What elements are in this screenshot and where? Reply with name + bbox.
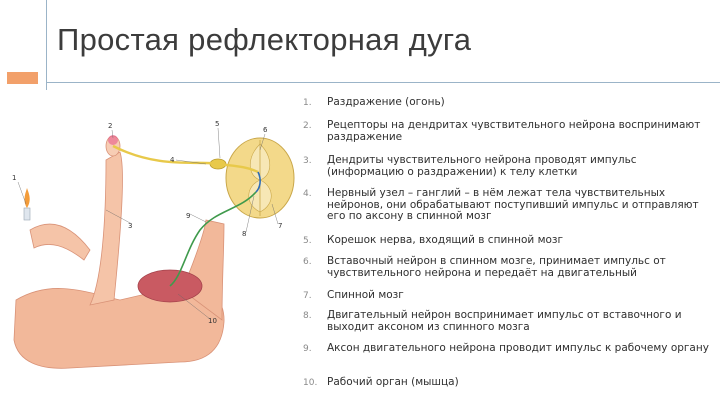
- list-item-number: 2.: [303, 121, 312, 131]
- callout-8: 8: [242, 230, 246, 238]
- callout-6: 6: [263, 126, 268, 134]
- lower-hand-skin: [29, 223, 91, 261]
- list-item-number: 6.: [303, 257, 312, 267]
- title-accent-bar: [7, 72, 38, 84]
- list-item-text: Рецепторы на дендритах чувствительного н…: [327, 119, 701, 143]
- list-item-number: 10.: [303, 378, 318, 388]
- title-horizontal-rule: [46, 82, 720, 83]
- sensory-nerve: [112, 144, 259, 174]
- arm-skin: [13, 284, 225, 369]
- list-item-number: 4.: [303, 189, 312, 199]
- callout-9: 9: [186, 212, 190, 220]
- list-item-number: 9.: [303, 344, 312, 354]
- callout-5: 5: [215, 120, 219, 128]
- list-item-number: 8.: [303, 311, 312, 321]
- list-item-number: 1.: [303, 98, 312, 108]
- list-item-number: 7.: [303, 291, 312, 301]
- flame: [24, 188, 30, 208]
- motor-nerve: [169, 191, 257, 287]
- list-item-text: Спинной мозг: [327, 289, 404, 301]
- reflex-arc-illustration: 1 2 3 4 5 6 7 8 9 10: [12, 120, 295, 369]
- list-item-text: Раздражение (огонь): [327, 96, 445, 108]
- callout-4: 4: [170, 156, 175, 164]
- title-vertical-rule: [46, 0, 47, 90]
- candle: [23, 207, 31, 221]
- fingertip-receptor: [108, 135, 118, 145]
- list-item-text: Аксон двигательного нейрона проводит имп…: [327, 342, 709, 354]
- list-item-number: 5.: [303, 236, 312, 246]
- callout-3: 3: [128, 222, 132, 230]
- raised-forearm-skin: [89, 151, 123, 306]
- list-item-text: Вставочный нейрон в спинном мозге, прини…: [327, 255, 666, 279]
- slide-title: Простая рефлекторная дуга: [57, 22, 472, 57]
- list-item-text: Двигательный нейрон воспринимает импульс…: [327, 309, 682, 333]
- callout-10: 10: [208, 317, 217, 325]
- callout-7: 7: [278, 222, 282, 230]
- list-item-text: Рабочий орган (мышца): [327, 376, 459, 388]
- list-item-text: Дендриты чувствительного нейрона проводя…: [327, 154, 637, 178]
- list-item-number: 3.: [303, 156, 312, 166]
- callout-1: 1: [12, 174, 16, 182]
- list-item-text: Корешок нерва, входящий в спинной мозг: [327, 234, 564, 246]
- list-item-text: Нервный узел – ганглий – в нём лежат тел…: [327, 187, 699, 222]
- callout-2: 2: [108, 122, 112, 130]
- interneuron: [255, 171, 261, 193]
